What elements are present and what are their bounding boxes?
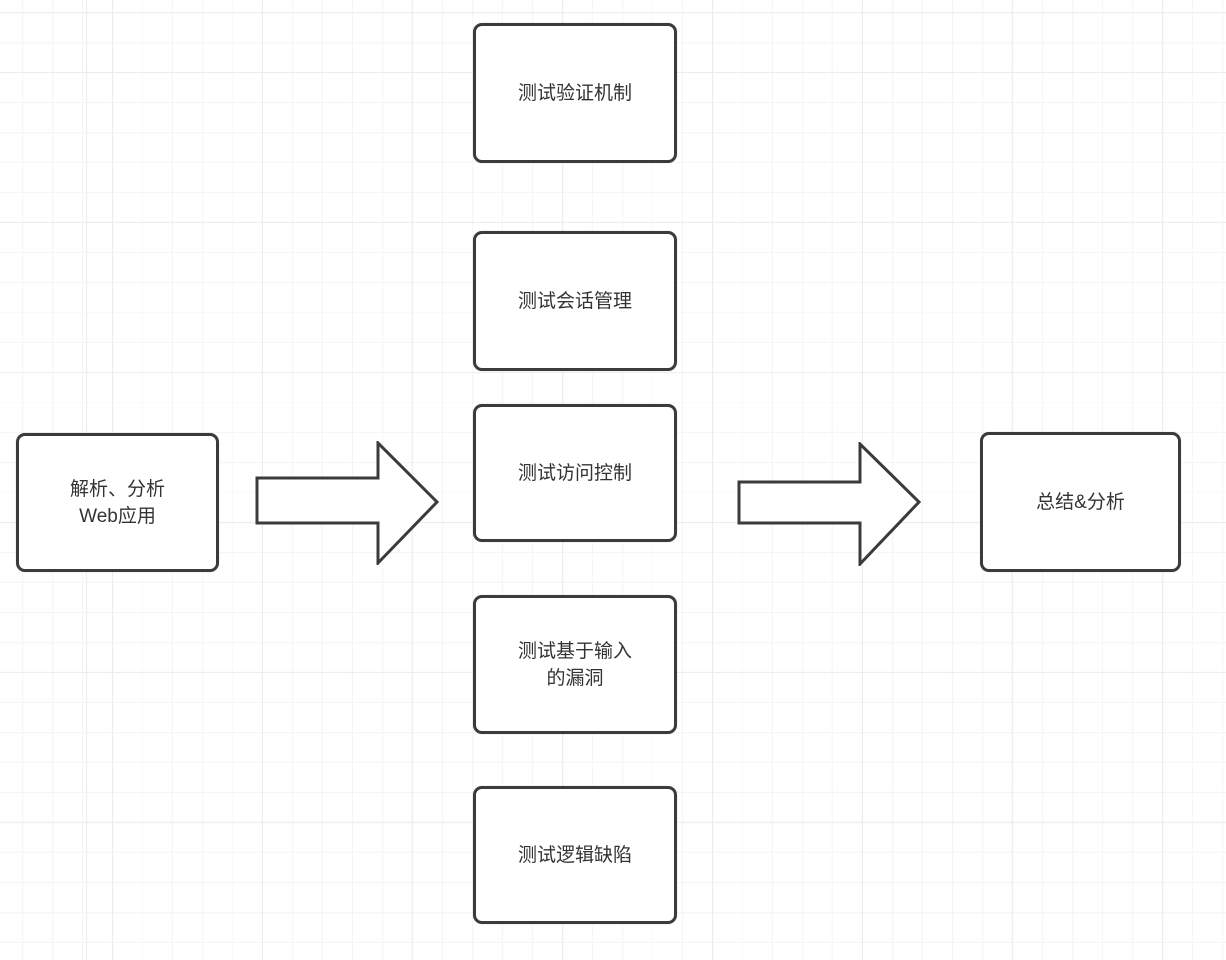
block-arrow-right-icon[interactable] xyxy=(255,441,439,565)
node-label: 测试访问控制 xyxy=(517,462,632,484)
node-label: 总结&分析 xyxy=(1036,491,1125,513)
node-summary-analysis[interactable]: 总结&分析 xyxy=(980,432,1181,572)
node-test-session-management[interactable]: 测试会话管理 xyxy=(473,231,677,371)
node-test-input-vulnerabilities[interactable]: 测试基于输入 的漏洞 xyxy=(473,595,677,734)
node-label: 测试基于输入 的漏洞 xyxy=(517,640,632,689)
block-arrow-right-icon[interactable] xyxy=(737,442,921,566)
node-label: 测试逻辑缺陷 xyxy=(517,844,632,866)
node-test-access-control[interactable]: 测试访问控制 xyxy=(473,404,677,542)
node-test-logic-flaws[interactable]: 测试逻辑缺陷 xyxy=(473,786,677,924)
node-label: 测试验证机制 xyxy=(517,82,632,104)
node-label: 测试会话管理 xyxy=(517,290,632,312)
node-test-authentication[interactable]: 测试验证机制 xyxy=(473,23,677,163)
node-label: 解析、分析 Web应用 xyxy=(69,478,165,527)
node-parse-analyze-web-app[interactable]: 解析、分析 Web应用 xyxy=(16,433,219,572)
